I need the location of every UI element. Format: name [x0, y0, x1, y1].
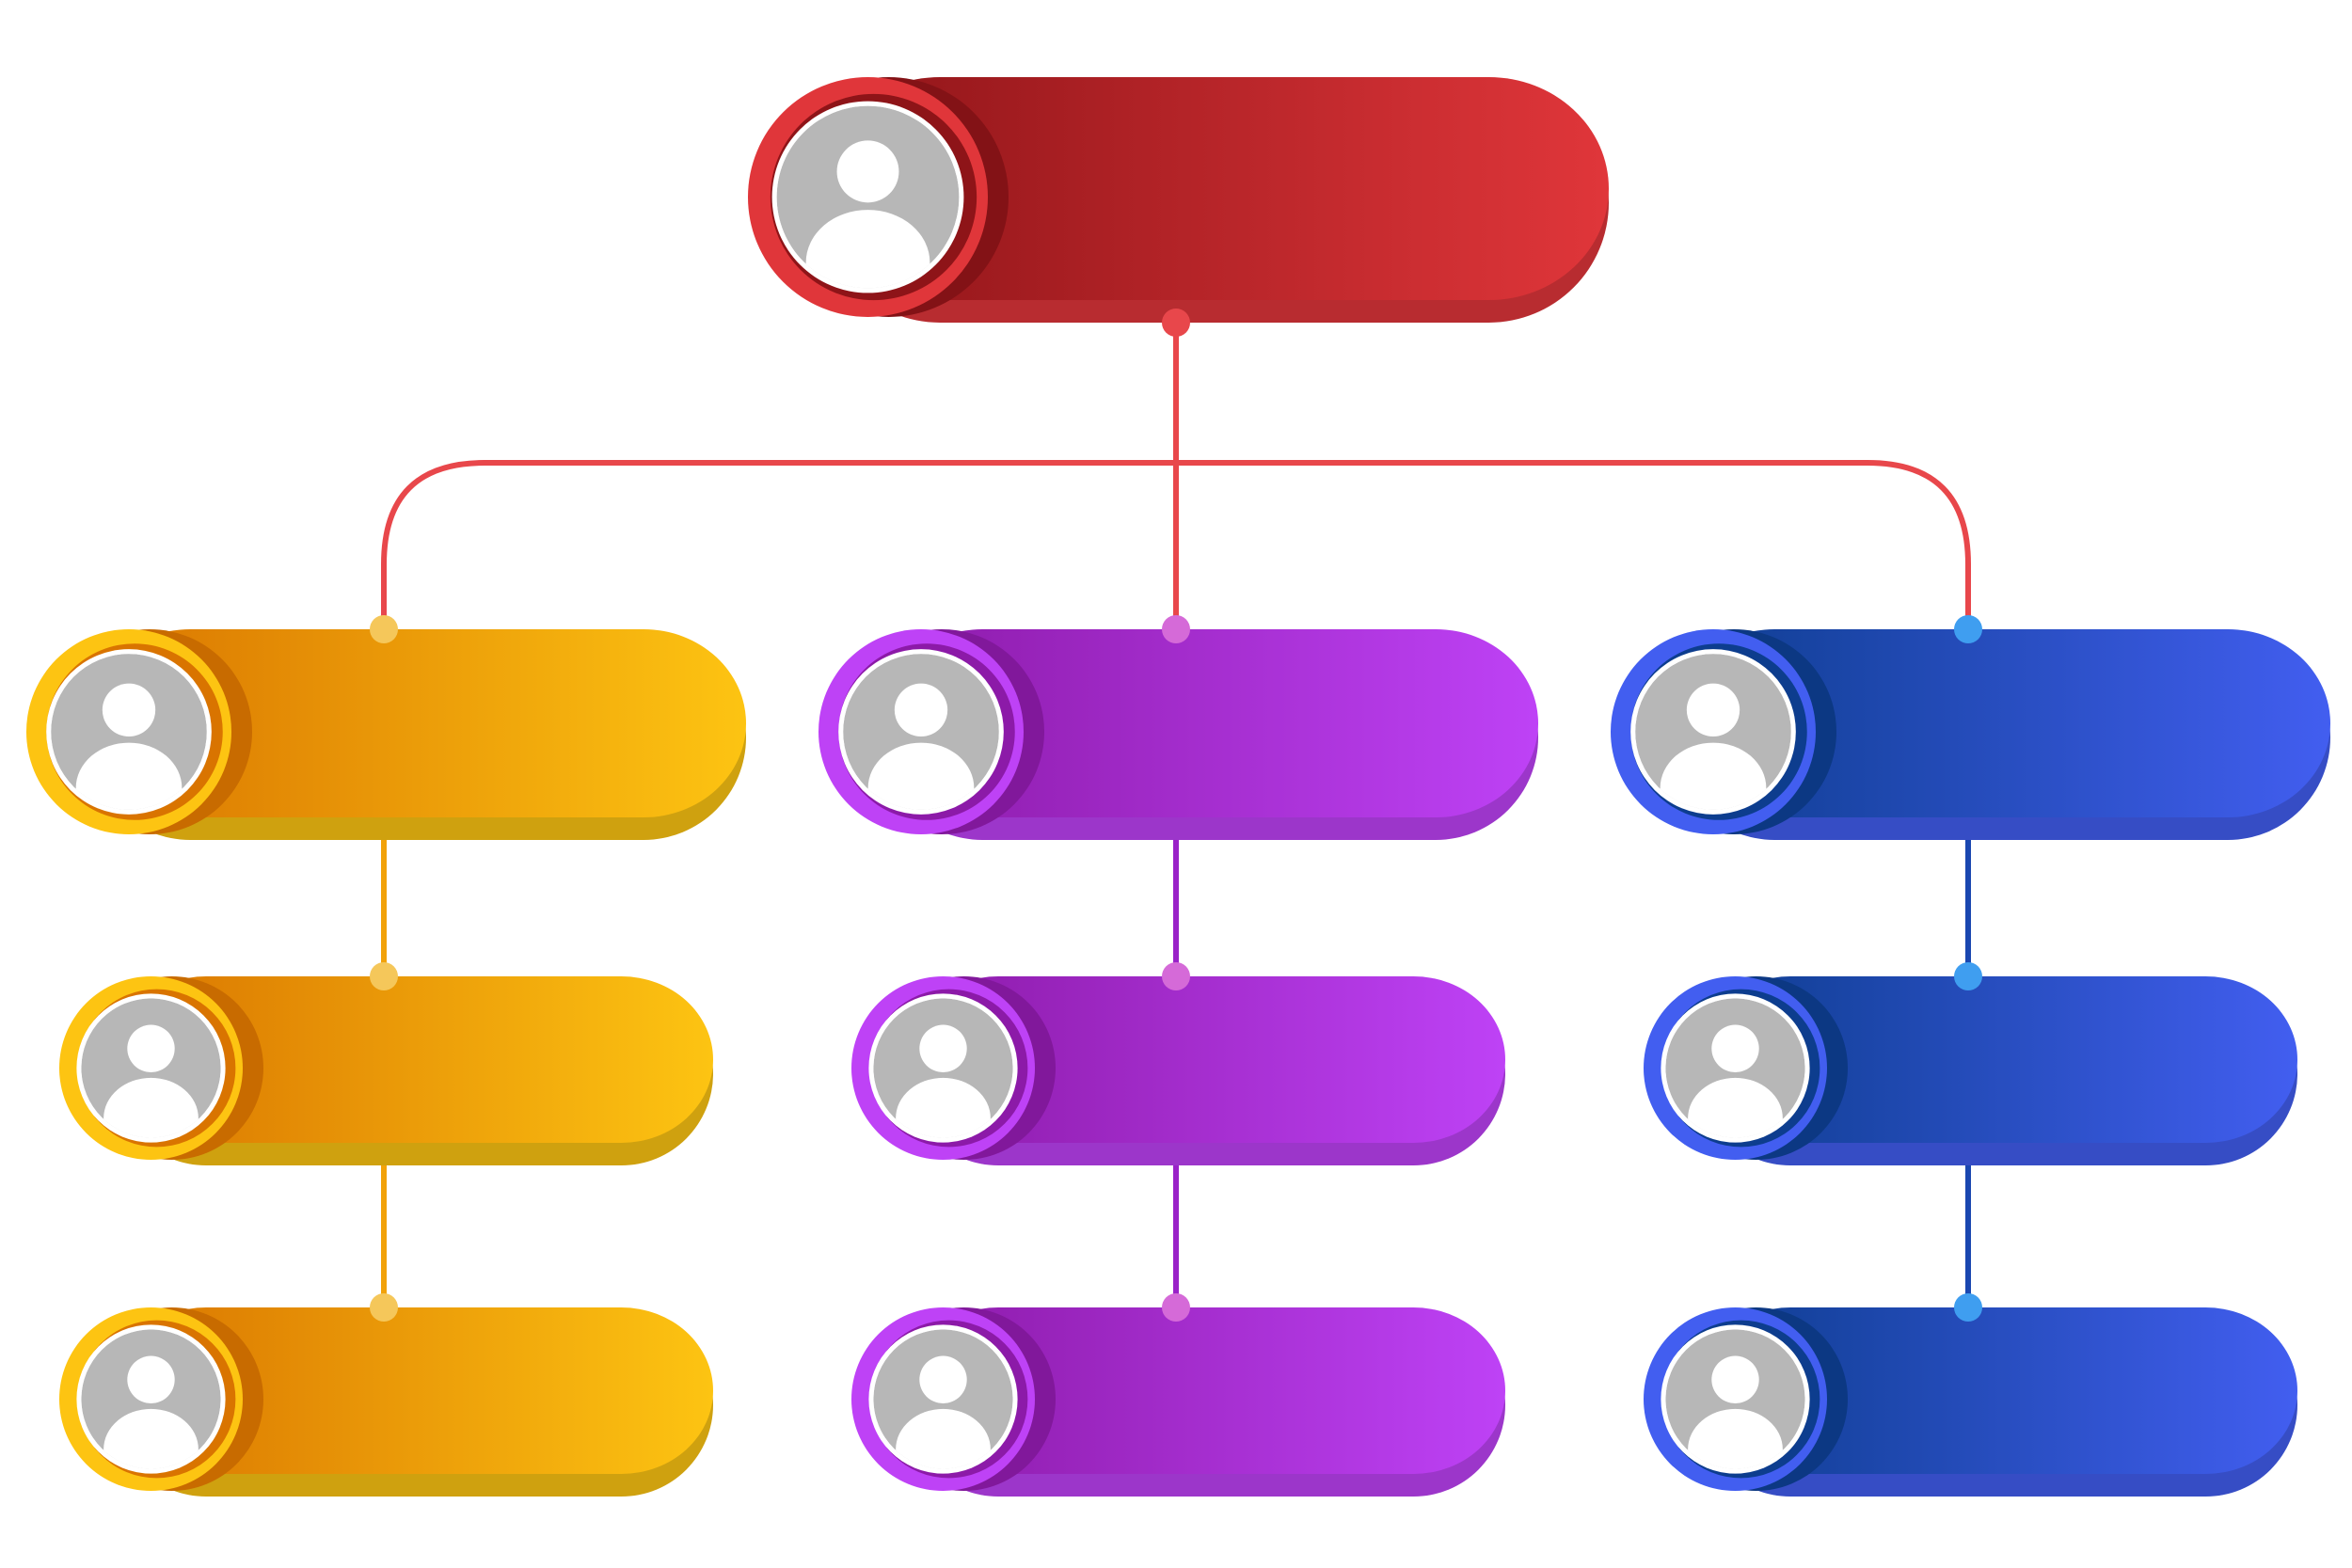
root-node[interactable] [748, 77, 1609, 323]
person-icon [843, 654, 999, 810]
name-bar[interactable] [880, 629, 1538, 817]
org-nodes [26, 77, 2330, 1497]
branch-left-dot-2 [370, 962, 398, 990]
branch-right-dot-3 [1954, 1293, 1982, 1322]
person-icon [1665, 1329, 1805, 1469]
root-connector-bus [381, 460, 1971, 629]
connector-lines [381, 323, 1971, 1307]
name-bar[interactable] [1698, 976, 2298, 1143]
name-bar[interactable] [87, 629, 746, 817]
name-bar[interactable] [114, 976, 714, 1143]
branch-right-dot-1 [1954, 615, 1982, 643]
connector-dots [370, 309, 1982, 1322]
root-connector-dot [1162, 309, 1190, 337]
branch-left-member-2[interactable] [59, 976, 713, 1165]
branch-right-member-2[interactable] [1644, 976, 2297, 1165]
branch-right-member-1[interactable] [1611, 629, 2330, 840]
branch-middle-dot-3 [1162, 1293, 1190, 1322]
person-icon [873, 1329, 1013, 1469]
person-icon [873, 998, 1013, 1138]
branch-middle-member-1[interactable] [818, 629, 1538, 840]
person-icon [1635, 654, 1791, 810]
branch-middle-dot-2 [1162, 962, 1190, 990]
branch-middle-dot-1 [1162, 615, 1190, 643]
name-bar[interactable] [1698, 1307, 2298, 1474]
name-bar[interactable] [114, 1307, 714, 1474]
name-bar[interactable] [1672, 629, 2330, 817]
branch-left-dot-1 [370, 615, 398, 643]
person-icon [81, 998, 221, 1138]
name-bar[interactable] [906, 1307, 1506, 1474]
branch-right-dot-2 [1954, 962, 1982, 990]
person-icon [51, 654, 207, 810]
branch-left-dot-3 [370, 1293, 398, 1322]
name-bar[interactable] [906, 976, 1506, 1143]
branch-middle-member-2[interactable] [851, 976, 1505, 1165]
person-icon [1665, 998, 1805, 1138]
branch-left-member-3[interactable] [59, 1307, 713, 1497]
name-bar[interactable] [819, 77, 1610, 300]
person-icon [81, 1329, 221, 1469]
branch-right-member-3[interactable] [1644, 1307, 2297, 1497]
branch-left-member-1[interactable] [26, 629, 746, 840]
person-icon [776, 105, 960, 289]
branch-middle-member-3[interactable] [851, 1307, 1505, 1497]
